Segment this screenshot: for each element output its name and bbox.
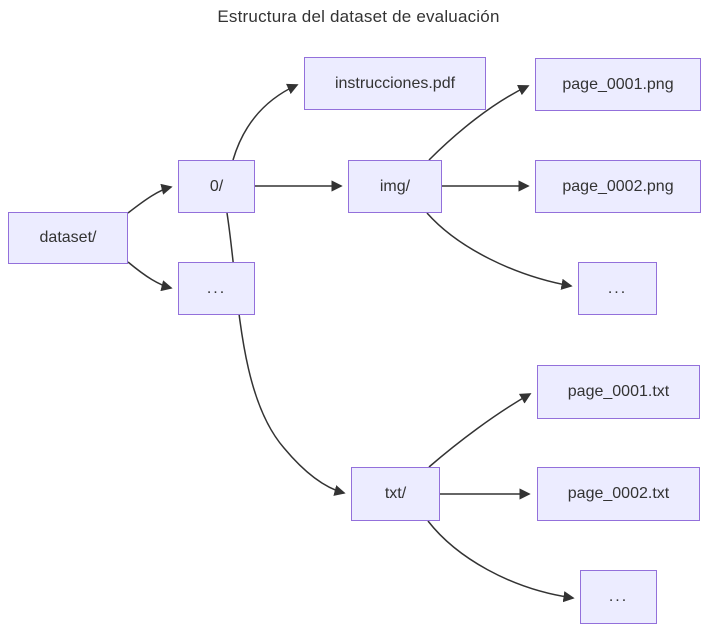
edge-txt-to-dots3 <box>427 520 575 603</box>
node-folder-img: img/ <box>348 160 442 213</box>
node-page-0001-png: page_0001.png <box>535 58 701 111</box>
edge-img-to-png1 <box>428 85 530 161</box>
node-page-0001-txt: page_0001.txt <box>537 365 700 419</box>
diagram-title: Estructura del dataset de evaluación <box>217 7 500 26</box>
node-dataset-root: dataset/ <box>8 212 128 264</box>
node-instrucciones-pdf: instrucciones.pdf <box>304 57 486 110</box>
node-page-0002-txt: page_0002.txt <box>537 467 700 521</box>
node-ellipsis-folders: ... <box>178 262 255 315</box>
edge-dataset-to-dots1 <box>127 261 173 292</box>
edge-0-to-txt <box>226 212 346 496</box>
edge-txt-to-txt1 <box>428 393 532 468</box>
node-folder-txt: txt/ <box>351 467 440 521</box>
node-ellipsis-png: ... <box>578 262 657 315</box>
node-page-0002-png: page_0002.png <box>535 160 701 213</box>
node-ellipsis-txt: ... <box>580 570 657 624</box>
edge-dataset-to-0 <box>127 183 173 214</box>
edge-0-to-instrucciones <box>232 83 299 161</box>
node-folder-0: 0/ <box>178 160 255 213</box>
edge-img-to-dots2 <box>426 212 573 290</box>
